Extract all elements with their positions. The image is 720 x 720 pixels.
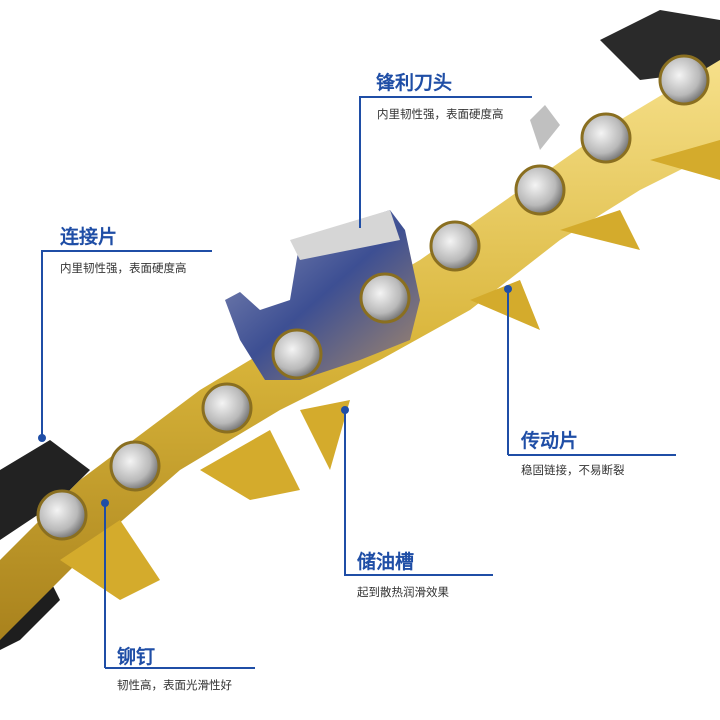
annotation-desc: 内里韧性强，表面硬度高: [60, 261, 187, 275]
underline: [42, 250, 212, 252]
rivet: [109, 440, 161, 492]
leader-line: [41, 250, 43, 438]
annotation-title: 锋利刀头: [376, 72, 453, 94]
underline: [105, 667, 255, 669]
rivet: [429, 220, 481, 272]
underline: [360, 96, 532, 98]
rivet: [36, 489, 88, 541]
marker-dot: [38, 434, 46, 442]
rivets: [36, 54, 710, 541]
annotation-desc: 稳固链接，不易断裂: [521, 463, 625, 477]
rivet: [580, 112, 632, 164]
annotation-desc: 内里韧性强，表面硬度高: [377, 107, 504, 121]
annotation-desc: 起到散热润滑效果: [357, 585, 449, 599]
leader-line: [507, 289, 509, 455]
rivet: [271, 328, 323, 380]
cutter-tooth: [225, 105, 560, 380]
annotation-title: 储油槽: [357, 551, 415, 573]
rivet: [658, 54, 710, 106]
rivet: [359, 272, 411, 324]
annotation-title: 连接片: [60, 226, 118, 248]
leader-line: [104, 503, 106, 668]
annotation-desc: 韧性高，表面光滑性好: [117, 678, 232, 692]
leader-line: [359, 96, 361, 228]
rivet: [514, 164, 566, 216]
rivet: [201, 382, 253, 434]
annotation-title: 传动片: [521, 430, 579, 452]
underline: [345, 574, 493, 576]
underline: [508, 454, 676, 456]
leader-line: [344, 410, 346, 576]
annotation-title: 铆钉: [117, 646, 156, 668]
